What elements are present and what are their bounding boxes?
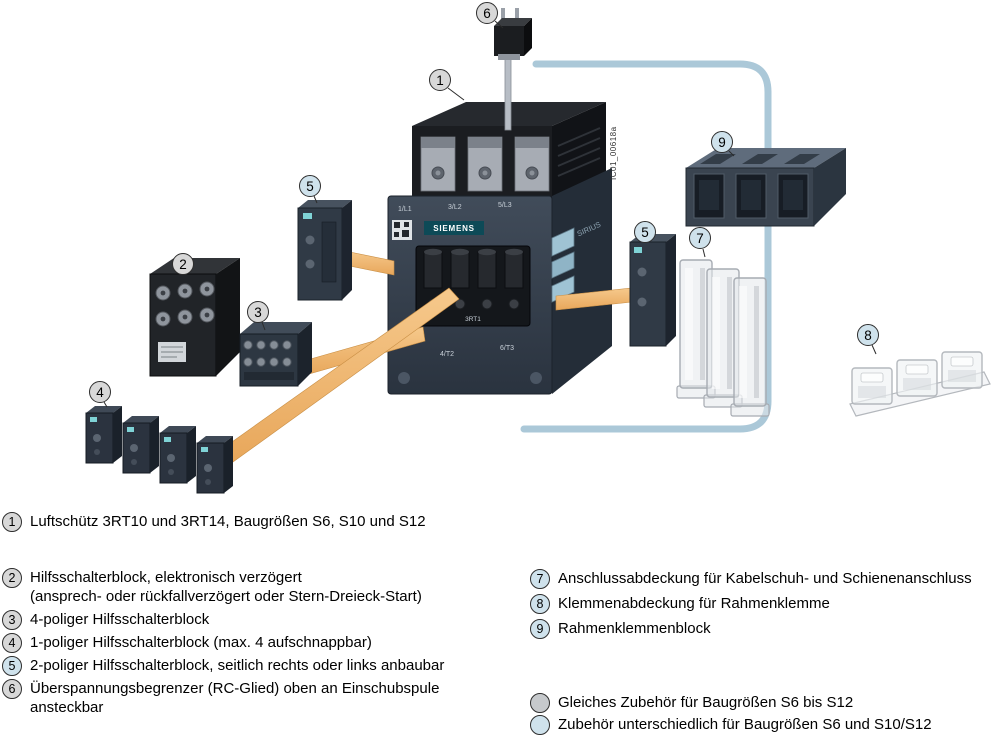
legend-item-3: 3 4-poliger Hilfsschalterblock: [2, 610, 209, 630]
coil-type-label: 3RT1: [465, 316, 481, 323]
qr-code: [392, 220, 412, 240]
callout-5-right: 5: [634, 221, 656, 243]
callout-9: 9: [711, 131, 733, 153]
mounting-ribbons: [221, 249, 633, 463]
key-blue-text: Zubehör unterschiedlich für Baugrößen S6…: [558, 715, 932, 735]
legend-line: (ansprech- oder rückfallverzögert oder S…: [30, 587, 422, 605]
legend-badge-6: 6: [2, 679, 22, 699]
key-same-accessories: Gleiches Zubehör für Baugrößen S6 bis S1…: [530, 693, 853, 713]
surge-suppressor: [494, 8, 532, 131]
legend-text-8: Klemmenabdeckung für Rahmenklemme: [558, 594, 830, 614]
legend-item-7: 7 Anschlussabdeckung für Kabelschuh- und…: [530, 569, 972, 589]
legend-line: Rahmenklemmenblock: [558, 620, 711, 637]
legend-line: 2-poliger Hilfsschalterblock, seitlich r…: [30, 657, 445, 674]
legend-line: Zubehör unterschiedlich für Baugrößen S6…: [558, 716, 932, 733]
terminal-label-3l2: 3/L2: [448, 204, 462, 211]
legend-badge-1: 1: [2, 512, 22, 532]
side-mount-clamps: [551, 227, 575, 303]
line-terminal-lugs: [420, 136, 550, 192]
legend-line: Luftschütz 3RT10 und 3RT14, Baugrößen S6…: [30, 513, 426, 530]
legend-badge-9: 9: [530, 619, 550, 639]
coil-terminal-block: 3RT1: [415, 245, 531, 327]
legend-item-2: 2 Hilfsschalterblock, elektronisch verzö…: [2, 568, 422, 606]
legend-text-7: Anschlussabdeckung für Kabelschuh- und S…: [558, 569, 972, 589]
legend-line: Klemmenabdeckung für Rahmenklemme: [558, 595, 830, 612]
contactor: 1/L1 3/L2 5/L3 SIEMENS SIRIUS 3RT1: [387, 102, 612, 395]
image-id-watermark: IC01_00618a: [609, 126, 618, 180]
aux-switch-electronic: [149, 258, 240, 377]
lug-connection-covers: [676, 259, 770, 417]
legend-badge-7: 7: [530, 569, 550, 589]
callout-7: 7: [689, 227, 711, 249]
legend-line: ansteckbar: [30, 698, 104, 716]
terminal-label-6t3: 6/T3: [500, 345, 514, 352]
terminal-label-4t2: 4/T2: [440, 351, 454, 358]
legend-item-4: 4 1-poliger Hilfsschalterblock (max. 4 a…: [2, 633, 372, 653]
legend-line: Gleiches Zubehör für Baugrößen S6 bis S1…: [558, 694, 854, 711]
brand-logo: SIEMENS: [433, 224, 475, 233]
figure-illustration: 1/L1 3/L2 5/L3 SIEMENS SIRIUS 3RT1: [85, 8, 991, 494]
key-different-accessories: Zubehör unterschiedlich für Baugrößen S6…: [530, 715, 932, 735]
brand-plate: [424, 221, 484, 235]
legend-line: Hilfsschalterblock, elektronisch verzöge…: [30, 569, 302, 586]
aux-switch-1pole-group: [85, 406, 233, 494]
legend-text-5: 2-poliger Hilfsschalterblock, seitlich r…: [30, 656, 444, 676]
legend-text-4: 1-poliger Hilfsschalterblock (max. 4 auf…: [30, 633, 372, 653]
legend-item-5: 5 2-poliger Hilfsschalterblock, seitlich…: [2, 656, 444, 676]
legend-text-6: Überspannungsbegrenzer (RC-Glied) oben a…: [30, 679, 439, 717]
legend-badge-5: 5: [2, 656, 22, 676]
legend-line: Überspannungsbegrenzer (RC-Glied) oben a…: [30, 680, 440, 697]
callout-1: 1: [429, 69, 451, 91]
callout-8: 8: [857, 324, 879, 346]
key-gray-text: Gleiches Zubehör für Baugrößen S6 bis S1…: [558, 693, 853, 713]
aux-switch-4pole: [239, 322, 312, 387]
legend-text-1: Luftschütz 3RT10 und 3RT14, Baugrößen S6…: [30, 512, 426, 532]
terminal-label-1l1: 1/L1: [398, 206, 412, 213]
callout-3: 3: [247, 301, 269, 323]
legend-item-6: 6 Überspannungsbegrenzer (RC-Glied) oben…: [2, 679, 439, 717]
callout-leader-lines: [103, 20, 877, 408]
legend-line: 4-poliger Hilfsschalterblock: [30, 611, 210, 628]
callout-5-left: 5: [299, 175, 321, 197]
key-blue-circle: [530, 715, 550, 735]
callout-4: 4: [89, 381, 111, 403]
mount-route-tube: [520, 60, 772, 433]
frame-terminal-block: [685, 148, 846, 227]
legend-badge-2: 2: [2, 568, 22, 588]
aux-switch-2pole-right: [629, 234, 676, 347]
legend-item-8: 8 Klemmenabdeckung für Rahmenklemme: [530, 594, 830, 614]
legend-badge-4: 4: [2, 633, 22, 653]
legend-badge-3: 3: [2, 610, 22, 630]
legend-line: 1-poliger Hilfsschalterblock (max. 4 auf…: [30, 634, 372, 651]
callout-6: 6: [476, 2, 498, 24]
terminal-label-5l3: 5/L3: [498, 202, 512, 209]
key-gray-circle: [530, 693, 550, 713]
legend-item-9: 9 Rahmenklemmenblock: [530, 619, 711, 639]
legend-text-9: Rahmenklemmenblock: [558, 619, 711, 639]
legend-item-1: 1 Luftschütz 3RT10 und 3RT14, Baugrößen …: [2, 512, 426, 532]
aux-switch-2pole-left: [297, 200, 352, 301]
legend-text-2: Hilfsschalterblock, elektronisch verzöge…: [30, 568, 422, 606]
legend-line: Anschlussabdeckung für Kabelschuh- und S…: [558, 570, 972, 587]
frame-terminal-covers: [849, 351, 991, 417]
callout-2: 2: [172, 253, 194, 275]
legend-text-3: 4-poliger Hilfsschalterblock: [30, 610, 209, 630]
legend-badge-8: 8: [530, 594, 550, 614]
